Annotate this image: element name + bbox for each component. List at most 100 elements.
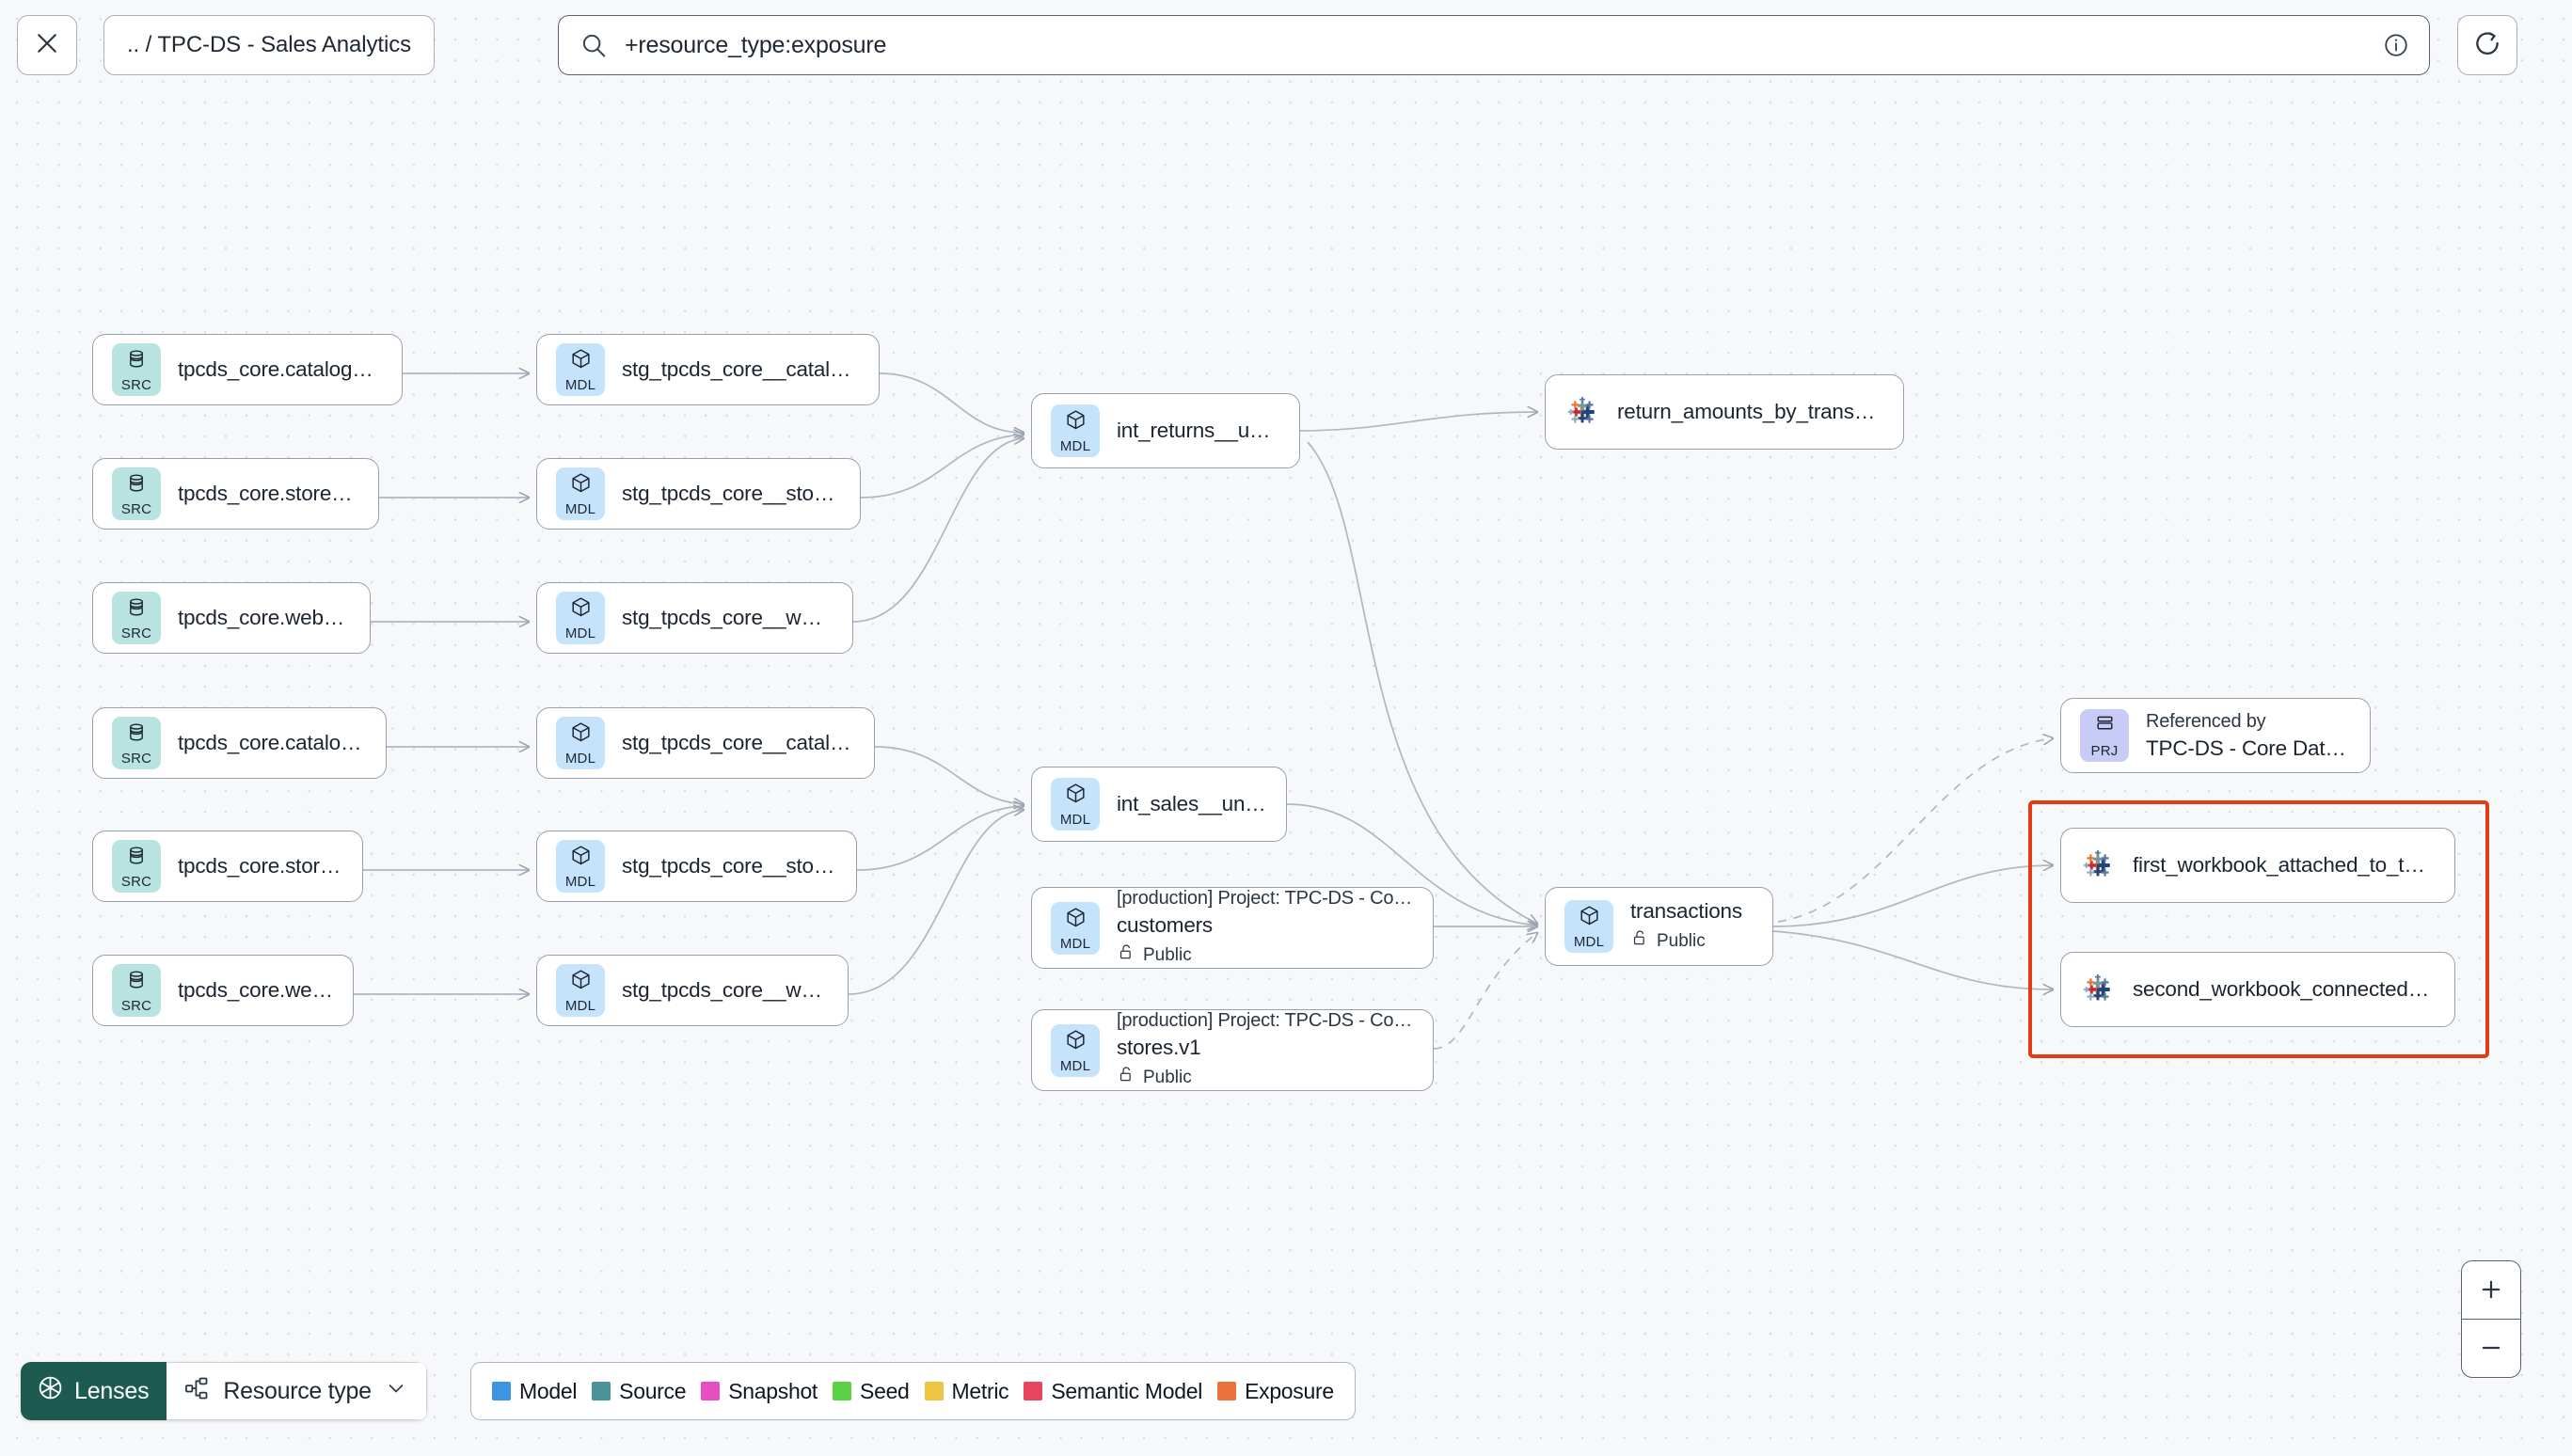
node-body: tpcds_core.catalog_returns	[178, 357, 383, 382]
graph-node-stg_web_returns[interactable]: MDL stg_tpcds_core__web_returns	[536, 582, 853, 654]
graph-node-stg_catalog_sales[interactable]: MDL stg_tpcds_core__catalog_sales	[536, 707, 875, 779]
refresh-button[interactable]	[2457, 15, 2517, 75]
legend-item[interactable]: Metric	[924, 1379, 1009, 1404]
node-body: stg_tpcds_core__web_sales	[622, 978, 829, 1003]
node-title: stg_tpcds_core__catalog_returns	[622, 357, 860, 381]
node-badge: MDL	[556, 592, 605, 644]
resource-type-dropdown[interactable]: Resource type	[167, 1362, 427, 1420]
node-title: stg_tpcds_core__catalog_sales	[622, 731, 855, 754]
node-badge-label: MDL	[564, 377, 596, 393]
node-prefix: Referenced by	[2146, 710, 2266, 732]
search-bar[interactable]: +resource_type:exposure	[558, 15, 2430, 75]
tableau-icon	[1564, 394, 1600, 430]
node-body: stg_tpcds_core__store_returns	[622, 482, 841, 506]
graph-node-second_workbook[interactable]: second_workbook_connected_to_live…	[2060, 952, 2455, 1027]
legend-item[interactable]: Model	[492, 1379, 577, 1404]
legend-swatch	[592, 1382, 611, 1401]
node-title: tpcds_core.web_returns	[178, 606, 351, 629]
aperture-icon	[37, 1374, 64, 1408]
legend-item[interactable]: Exposure	[1217, 1379, 1334, 1404]
legend-item[interactable]: Snapshot	[701, 1379, 818, 1404]
node-badge-label: MDL	[564, 751, 596, 767]
legend-item[interactable]: Semantic Model	[1024, 1379, 1202, 1404]
unlock-icon	[1630, 928, 1650, 954]
refresh-icon	[2472, 28, 2502, 63]
node-badge: MDL	[1051, 1023, 1100, 1077]
node-title: tpcds_core.web_sales	[178, 978, 334, 1002]
graph-node-int_sales_unioned[interactable]: MDL int_sales__unioned	[1031, 767, 1287, 842]
node-title: tpcds_core.catalog_returns	[178, 357, 383, 381]
breadcrumb[interactable]: .. / TPC-DS - Sales Analytics	[103, 15, 435, 75]
node-title: stores.v1	[1117, 1036, 1201, 1059]
node-title: stg_tpcds_core__web_returns	[622, 606, 834, 629]
cube-icon	[569, 347, 593, 375]
lenses-button[interactable]: Lenses	[21, 1362, 167, 1420]
database-icon	[125, 472, 148, 499]
node-badge-label: MDL	[1059, 812, 1091, 828]
graph-node-src_web_returns[interactable]: SRC tpcds_core.web_returns	[92, 582, 371, 654]
close-button[interactable]	[17, 15, 77, 75]
hierarchy-icon	[183, 1375, 210, 1408]
search-input[interactable]: +resource_type:exposure	[625, 31, 887, 58]
zoom-out-button[interactable]	[2462, 1320, 2520, 1378]
cube-icon	[1064, 906, 1088, 934]
node-body: [production] Project: TPC-DS - Core Data…	[1117, 888, 1414, 968]
node-title: TPC-DS - Core Data Models	[2146, 736, 2351, 760]
legend-item[interactable]: Seed	[833, 1379, 910, 1404]
graph-node-stores_v1[interactable]: MDL [production] Project: TPC-DS - Core D…	[1031, 1009, 1434, 1091]
graph-node-return_amounts[interactable]: return_amounts_by_transaction_type	[1545, 374, 1904, 450]
info-icon[interactable]	[2382, 31, 2410, 59]
node-body: tpcds_core.web_returns	[178, 606, 351, 630]
node-body: [production] Project: TPC-DS - Core Data…	[1117, 1010, 1414, 1090]
cube-icon	[569, 844, 593, 872]
node-prefix: [production] Project: TPC-DS - Core Data…	[1117, 888, 1414, 909]
node-access-label: Public	[1143, 944, 1192, 965]
node-title: int_sales__unioned	[1117, 792, 1267, 815]
node-body: Referenced by TPC-DS - Core Data Models	[2146, 711, 2351, 761]
node-title: stg_tpcds_core__web_sales	[622, 978, 829, 1002]
lenses-label: Lenses	[74, 1377, 150, 1404]
node-badge-label: MDL	[1573, 934, 1605, 950]
node-title: tpcds_core.store_sales	[178, 854, 343, 878]
node-title: transactions	[1630, 899, 1742, 923]
legend-item[interactable]: Source	[592, 1378, 687, 1404]
zoom-in-button[interactable]	[2462, 1261, 2520, 1320]
graph-node-stg_catalog_returns[interactable]: MDL stg_tpcds_core__catalog_returns	[536, 334, 880, 405]
node-badge-label: PRJ	[2090, 743, 2119, 759]
cube-icon	[569, 471, 593, 499]
node-body: return_amounts_by_transaction_type	[1617, 400, 1884, 424]
node-body: second_workbook_connected_to_live…	[2133, 977, 2436, 1002]
node-body: first_workbook_attached_to_tpc-ds_-_…	[2133, 853, 2436, 878]
legend-label: Source	[619, 1378, 687, 1403]
graph-node-project_ref[interactable]: PRJ Referenced by TPC-DS - Core Data Model…	[2060, 698, 2371, 773]
database-icon	[125, 845, 148, 872]
graph-node-customers[interactable]: MDL[production] Project: TPC-DS - Core D…	[1031, 887, 1434, 969]
node-badge: PRJ	[2080, 709, 2129, 762]
lenses-toolbar: Lenses Resource type	[21, 1362, 427, 1420]
node-body: stg_tpcds_core__store_sales	[622, 854, 837, 878]
node-badge-label: SRC	[120, 625, 152, 641]
node-title: first_workbook_attached_to_tpc-ds_-_…	[2133, 853, 2436, 877]
legend-swatch	[492, 1382, 511, 1401]
breadcrumb-label: .. / TPC-DS - Sales Analytics	[126, 32, 412, 57]
legend-label: Semantic Model	[1051, 1378, 1203, 1403]
legend-label: Seed	[860, 1378, 910, 1403]
node-title: return_amounts_by_transaction_type	[1617, 400, 1884, 423]
node-body: tpcds_core.catalog_sales	[178, 731, 367, 755]
graph-node-first_workbook[interactable]: first_workbook_attached_to_tpc-ds_-_…	[2060, 828, 2455, 903]
database-icon	[125, 348, 148, 375]
legend-swatch	[1024, 1382, 1043, 1401]
chevron-down-icon	[385, 1377, 407, 1406]
node-access-label: Public	[1143, 1067, 1192, 1087]
